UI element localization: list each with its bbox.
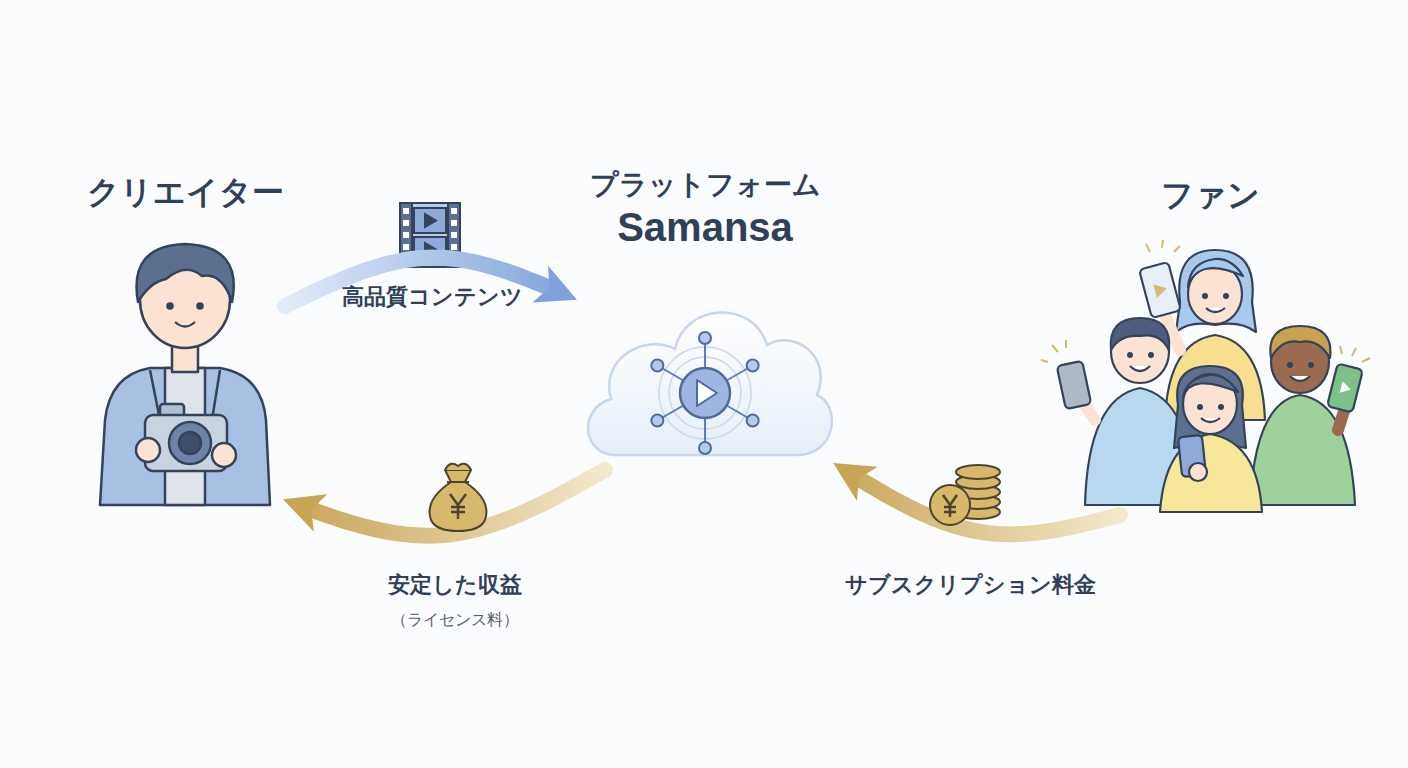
creator-node: クリエイター xyxy=(85,170,285,510)
note-label: （ライセンス料） xyxy=(391,610,519,629)
edge-label: サブスクリプション料金 xyxy=(845,572,1096,598)
network-dot xyxy=(651,360,663,372)
node-heading: プラットフォーム xyxy=(535,168,875,202)
signal-ring xyxy=(669,357,741,429)
fans-illustration xyxy=(1041,240,1370,512)
edge-label: 安定した収益 xyxy=(388,572,522,598)
coin-stack-icon xyxy=(930,465,1000,525)
play-button xyxy=(680,368,730,418)
platform-name: Samansa xyxy=(535,203,875,251)
network-dot xyxy=(747,360,759,372)
node-heading: ファン xyxy=(1005,176,1408,214)
cloud-outline xyxy=(588,312,832,455)
cloud-shape xyxy=(588,312,832,455)
node-heading: クリエイター xyxy=(45,173,325,211)
play-triangle xyxy=(697,380,717,406)
network-dot xyxy=(651,415,663,427)
network-dot xyxy=(747,415,759,427)
money-bag-icon xyxy=(430,464,487,531)
edge-label: 高品質コンテンツ xyxy=(342,284,523,310)
flow-arrow xyxy=(309,470,605,536)
network-dot xyxy=(699,442,711,454)
creator-illustration xyxy=(100,244,270,505)
platform-node: プラットフォームSamansa xyxy=(575,165,835,470)
network-dot xyxy=(699,332,711,344)
fan-node: ファン xyxy=(1045,170,1375,515)
money-icons xyxy=(430,464,1000,531)
